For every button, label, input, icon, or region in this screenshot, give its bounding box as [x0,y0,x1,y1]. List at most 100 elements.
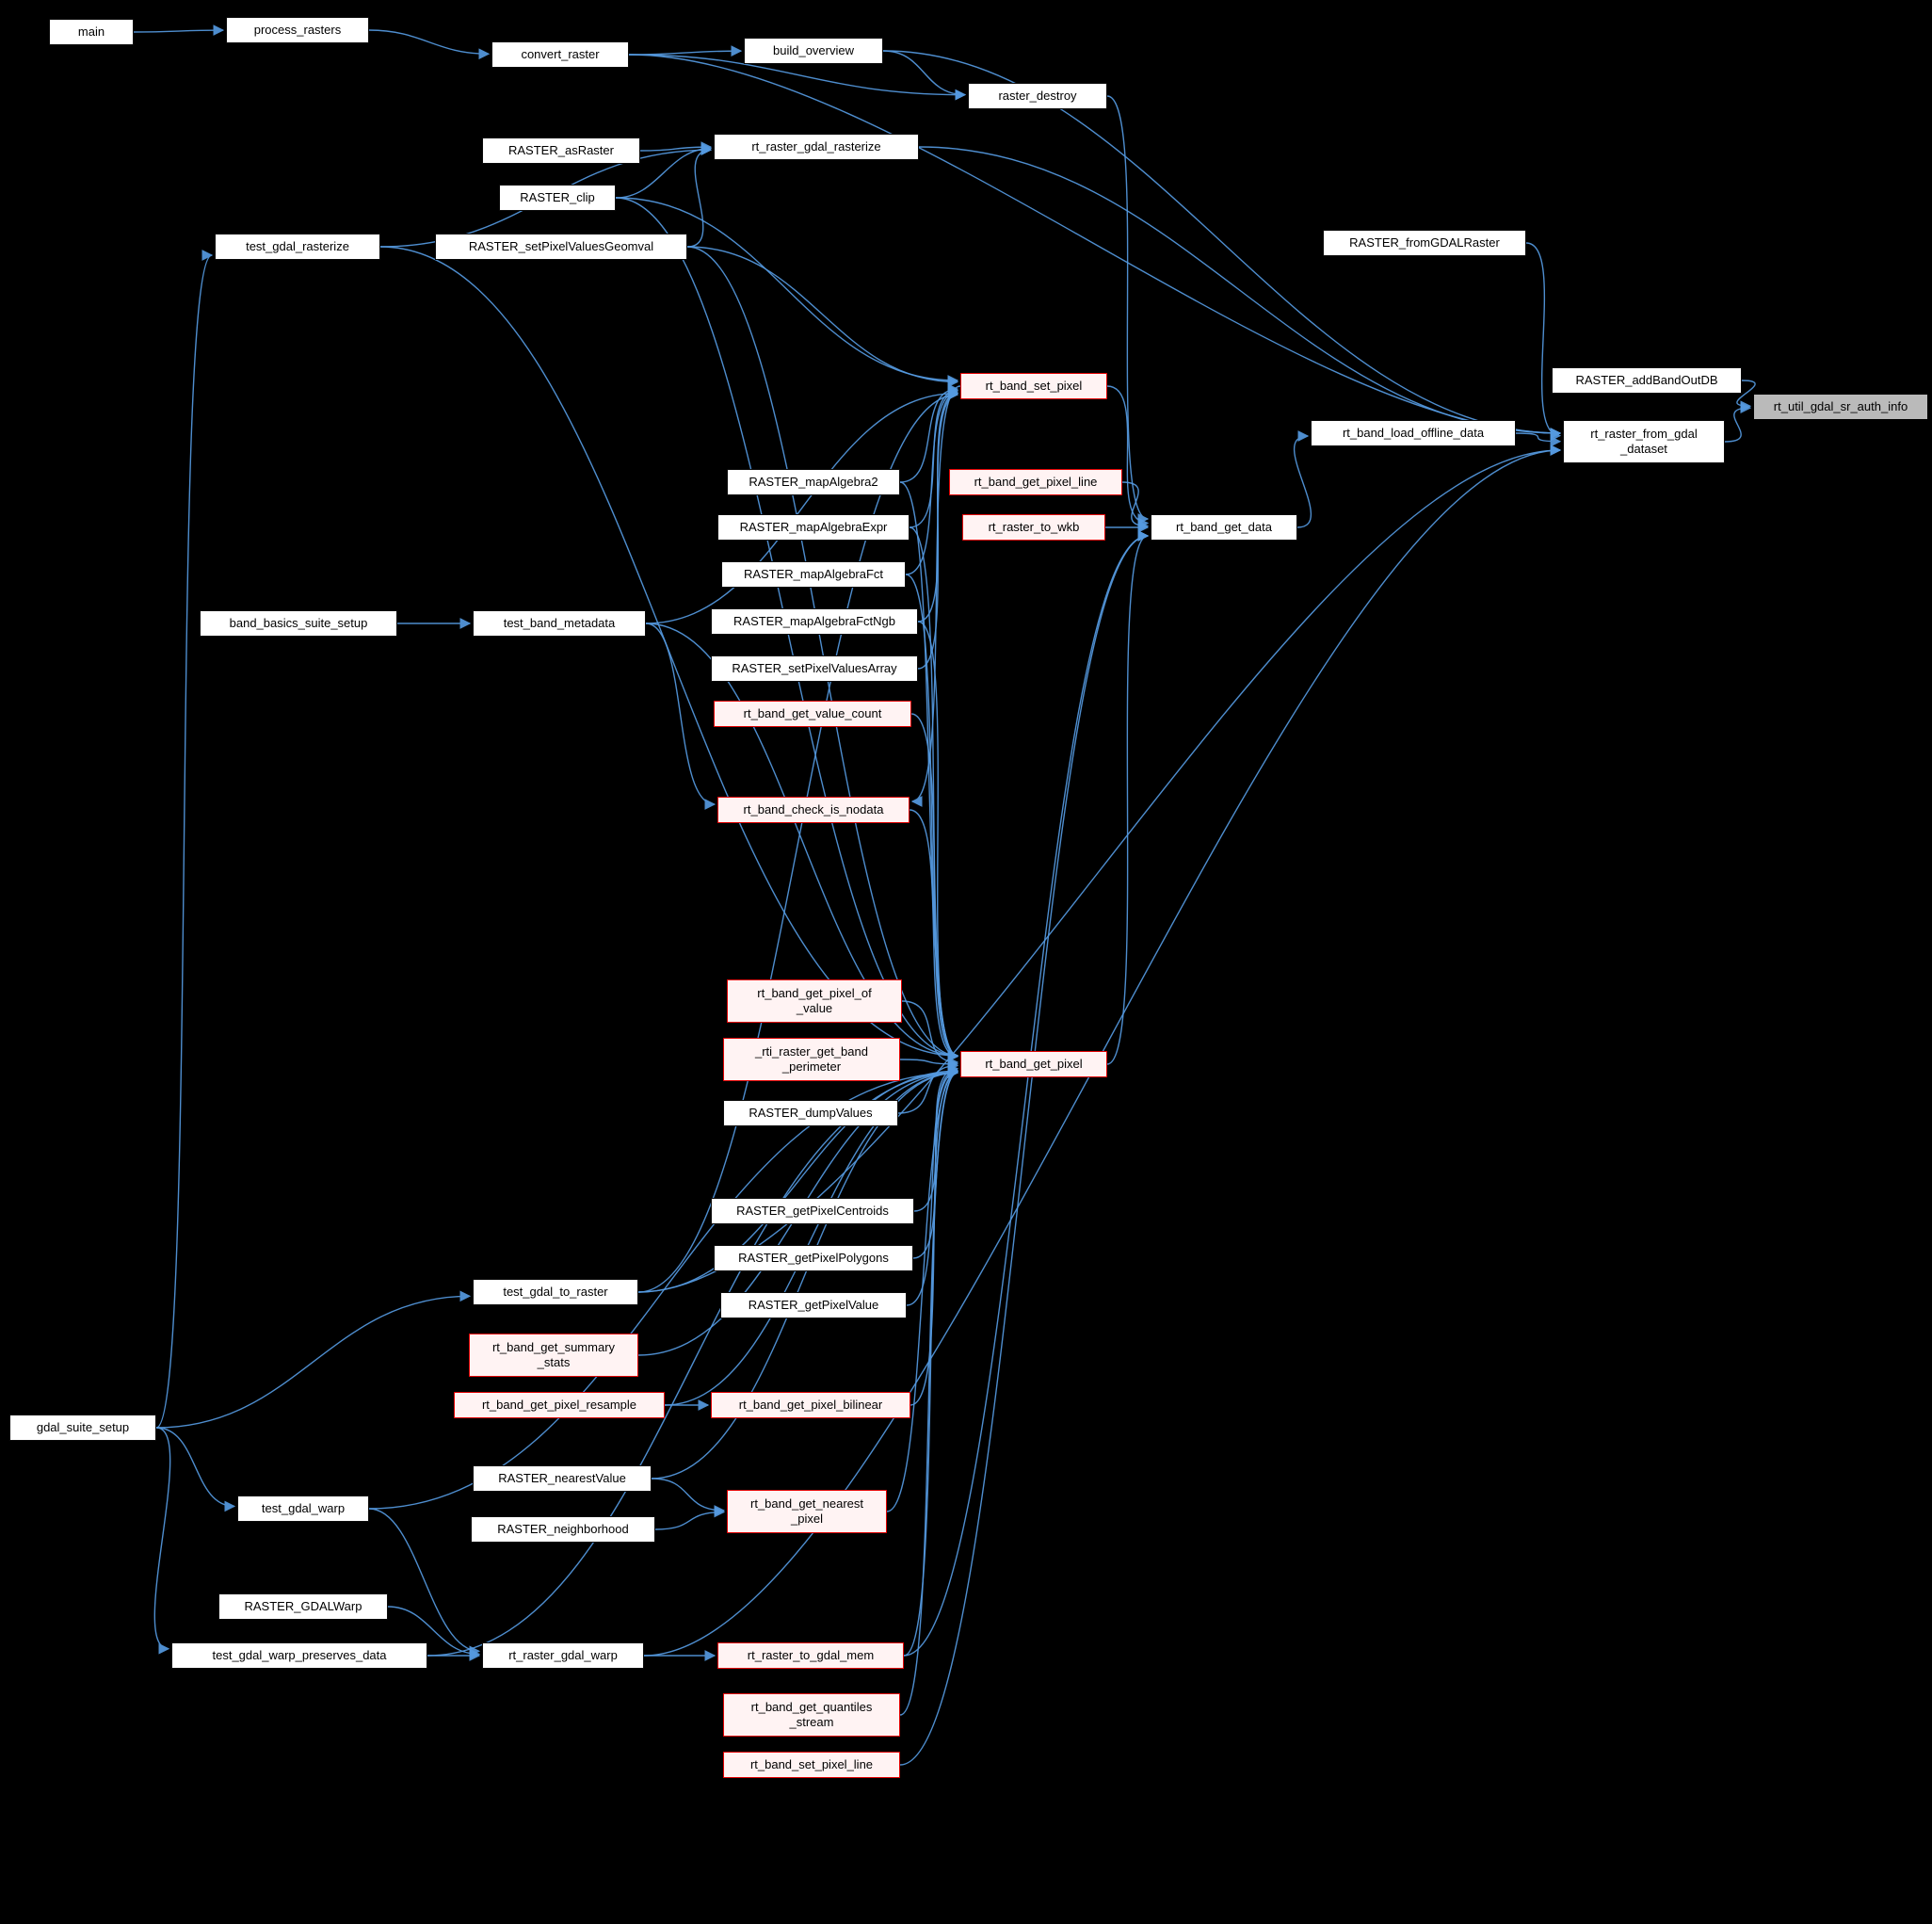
edge-gdal_suite_setup-to-test_gdal_warp [155,1427,236,1512]
graph-node-rt_raster_gdal_rasterize[interactable]: rt_raster_gdal_rasterize [714,134,919,160]
edge-RASTER_mapAlgebraFctNgb-to-rt_band_get_pixel [917,621,959,1061]
edge-test_gdal_to_raster-to-rt_band_set_pixel [637,389,959,1293]
graph-node-rt_band_set_pixel_line[interactable]: rt_band_set_pixel_line [723,1752,900,1778]
edge-test_band_metadata-to-rt_band_set_pixel [645,387,959,624]
graph-node-RASTER_setPixelValuesGeomval[interactable]: RASTER_setPixelValuesGeomval [435,234,687,260]
graph-node-rt_raster_gdal_warp[interactable]: rt_raster_gdal_warp [482,1642,644,1669]
graph-node-rt_band_get_summary_stats[interactable]: rt_band_get_summary _stats [469,1334,638,1377]
graph-node-rt_raster_to_wkb[interactable]: rt_raster_to_wkb [962,514,1105,541]
graph-node-rt_band_set_pixel[interactable]: rt_band_set_pixel [960,373,1107,399]
edge-gdal_suite_setup-to-test_gdal_rasterize [155,250,214,1429]
edge-rt_band_set_pixel_line-to-rt_band_get_data [899,530,1150,1766]
edge-raster_destroy-to-rt_band_get_data [1106,95,1150,525]
graph-node-RASTER_dumpValues[interactable]: RASTER_dumpValues [723,1100,898,1126]
edge-build_overview-to-raster_destroy [882,50,967,101]
graph-node-RASTER_nearestValue[interactable]: RASTER_nearestValue [473,1465,652,1492]
edge-rt_band_get_quantiles_stream-to-rt_band_get_pixel [899,1067,959,1716]
edge-test_gdal_warp-to-rt_raster_gdal_warp [368,1508,481,1657]
graph-node-RASTER_asRaster[interactable]: RASTER_asRaster [482,137,640,164]
edge-rt_band_check_is_nodata-to-rt_band_get_pixel [909,809,959,1062]
graph-node-RASTER_neighborhood[interactable]: RASTER_neighborhood [471,1516,655,1543]
edge-RASTER_mapAlgebraFct-to-rt_band_set_pixel [905,386,959,575]
edge-RASTER_getPixelValue-to-rt_band_get_pixel [906,1065,959,1306]
edge-rt_band_get_pixel_resample-to-rt_band_get_pixel [664,1067,959,1406]
graph-node-RASTER_addBandOutDB[interactable]: RASTER_addBandOutDB [1552,367,1742,394]
graph-node-rt_raster_to_gdal_mem[interactable]: rt_raster_to_gdal_mem [717,1642,904,1669]
graph-node-test_gdal_warp[interactable]: test_gdal_warp [237,1496,369,1522]
edge-RASTER_fromGDALRaster-to-rt_raster_from_gdal_dataset [1525,242,1562,442]
graph-node-rt_band_check_is_nodata[interactable]: rt_band_check_is_nodata [717,797,910,823]
edge-rt_band_load_offline_data-to-rt_raster_from_gdal_dataset [1515,432,1562,447]
edge-rt_band_get_nearest_pixel-to-rt_band_get_pixel [886,1067,959,1512]
graph-node-gdal_suite_setup[interactable]: gdal_suite_setup [9,1415,156,1441]
graph-node-rt_band_get_pixel_resample[interactable]: rt_band_get_pixel_resample [454,1392,665,1418]
edge-rt_band_get_pixel_of_value-to-rt_band_get_pixel [901,1000,959,1068]
edge-rt_band_set_pixel-to-rt_band_get_data [1106,385,1150,529]
graph-node-test_band_metadata[interactable]: test_band_metadata [473,610,646,637]
graph-node-test_gdal_to_raster[interactable]: test_gdal_to_raster [473,1279,638,1305]
edge-test_band_metadata-to-rt_band_check_is_nodata [645,622,716,810]
graph-node-rt_raster_from_gdal_dataset[interactable]: rt_raster_from_gdal _dataset [1563,420,1725,463]
edge-RASTER_clip-to-rt_band_set_pixel [615,197,959,386]
edge-rt_raster_to_gdal_mem-to-rt_band_get_data [903,530,1150,1657]
graph-node-RASTER_clip[interactable]: RASTER_clip [499,185,616,211]
edge-rt_band_get_data-to-rt_band_load_offline_data [1294,430,1312,528]
edge-gdal_suite_setup-to-test_gdal_to_raster [155,1290,472,1429]
edge-RASTER_setPixelValuesGeomval-to-rt_raster_gdal_rasterize [686,144,713,248]
edge-RASTER_addBandOutDB-to-rt_util_gdal_sr_auth_info [1736,380,1756,412]
graph-node-RASTER_fromGDALRaster[interactable]: RASTER_fromGDALRaster [1323,230,1526,256]
edge-rt_raster_gdal_rasterize-to-rt_raster_from_gdal_dataset [918,146,1562,439]
edge-test_band_metadata-to-rt_band_get_pixel [645,622,959,1061]
graph-node-rt_band_get_pixel_bilinear[interactable]: rt_band_get_pixel_bilinear [711,1392,910,1418]
graph-node-_rti_raster_get_band_perimeter[interactable]: _rti_raster_get_band _perimeter [723,1038,900,1081]
edge-process_rasters-to-convert_raster [368,29,491,60]
edge-gdal_suite_setup-to-test_gdal_warp_preserves_data [153,1427,171,1655]
graph-node-main[interactable]: main [49,19,134,45]
graph-node-raster_destroy[interactable]: raster_destroy [968,83,1107,109]
graph-node-rt_band_load_offline_data[interactable]: rt_band_load_offline_data [1311,420,1516,446]
edge-RASTER_dumpValues-to-rt_band_get_pixel [897,1059,959,1114]
graph-node-RASTER_getPixelPolygons[interactable]: RASTER_getPixelPolygons [714,1245,913,1271]
edge-convert_raster-to-build_overview [628,45,743,57]
graph-node-rt_band_get_pixel_of_value[interactable]: rt_band_get_pixel_of _value [727,979,902,1023]
edge-RASTER_setPixelValuesGeomval-to-rt_band_get_pixel [686,246,959,1061]
edge-RASTER_asRaster-to-rt_raster_gdal_rasterize [639,141,713,154]
edge-RASTER_mapAlgebraExpr-to-rt_band_get_pixel [909,526,959,1061]
edge-test_gdal_to_raster-to-rt_raster_from_gdal_dataset [637,445,1562,1293]
edge-build_overview-to-rt_raster_from_gdal_dataset [882,50,1562,439]
edge-RASTER_neighborhood-to-rt_band_get_nearest_pixel [654,1506,726,1530]
edge-convert_raster-to-raster_destroy [628,54,967,101]
graph-node-RASTER_mapAlgebraFct[interactable]: RASTER_mapAlgebraFct [721,561,906,588]
graph-node-rt_band_get_pixel[interactable]: rt_band_get_pixel [960,1051,1107,1077]
graph-node-build_overview[interactable]: build_overview [744,38,883,64]
graph-node-RASTER_mapAlgebra2[interactable]: RASTER_mapAlgebra2 [727,469,900,495]
edge-rt_raster_from_gdal_dataset-to-rt_util_gdal_sr_auth_info [1724,402,1752,443]
graph-node-rt_band_get_data[interactable]: rt_band_get_data [1151,514,1297,541]
graph-node-band_basics_suite_setup[interactable]: band_basics_suite_setup [200,610,397,637]
graph-node-RASTER_mapAlgebraExpr[interactable]: RASTER_mapAlgebraExpr [717,514,910,541]
graph-node-RASTER_GDALWarp[interactable]: RASTER_GDALWarp [218,1593,388,1620]
graph-node-rt_band_get_pixel_line[interactable]: rt_band_get_pixel_line [949,469,1122,495]
graph-node-rt_band_get_quantiles_stream[interactable]: rt_band_get_quantiles _stream [723,1693,900,1737]
edge-rt_raster_to_gdal_mem-to-rt_band_get_pixel [903,1067,959,1657]
graph-node-convert_raster[interactable]: convert_raster [491,41,629,68]
edge-rt_band_set_pixel-to-rt_band_check_is_nodata [910,385,961,807]
edge-RASTER_setPixelValuesGeomval-to-rt_band_set_pixel [686,246,959,388]
graph-node-RASTER_setPixelValuesArray[interactable]: RASTER_setPixelValuesArray [711,655,918,682]
edge-RASTER_nearestValue-to-rt_band_get_nearest_pixel [651,1478,726,1516]
edge-RASTER_GDALWarp-to-rt_raster_gdal_warp [387,1606,481,1660]
graph-node-test_gdal_warp_preserves_data[interactable]: test_gdal_warp_preserves_data [171,1642,427,1669]
graph-node-process_rasters[interactable]: process_rasters [226,17,369,43]
edge-rt_band_get_pixel_line-to-rt_band_get_data [1121,481,1150,532]
edge-main-to-process_rasters [133,24,225,37]
graph-node-rt_band_get_nearest_pixel[interactable]: rt_band_get_nearest _pixel [727,1490,887,1533]
graph-node-rt_band_get_value_count[interactable]: rt_band_get_value_count [714,701,911,727]
graph-node-test_gdal_rasterize[interactable]: test_gdal_rasterize [215,234,380,260]
graph-node-RASTER_mapAlgebraFctNgb[interactable]: RASTER_mapAlgebraFctNgb [711,608,918,635]
edge-RASTER_setPixelValuesArray-to-rt_band_set_pixel [917,389,959,670]
graph-node-RASTER_getPixelCentroids[interactable]: RASTER_getPixelCentroids [711,1198,914,1224]
graph-node-RASTER_getPixelValue[interactable]: RASTER_getPixelValue [720,1292,907,1318]
edge-rt_band_get_pixel-to-rt_band_get_data [1106,530,1150,1065]
